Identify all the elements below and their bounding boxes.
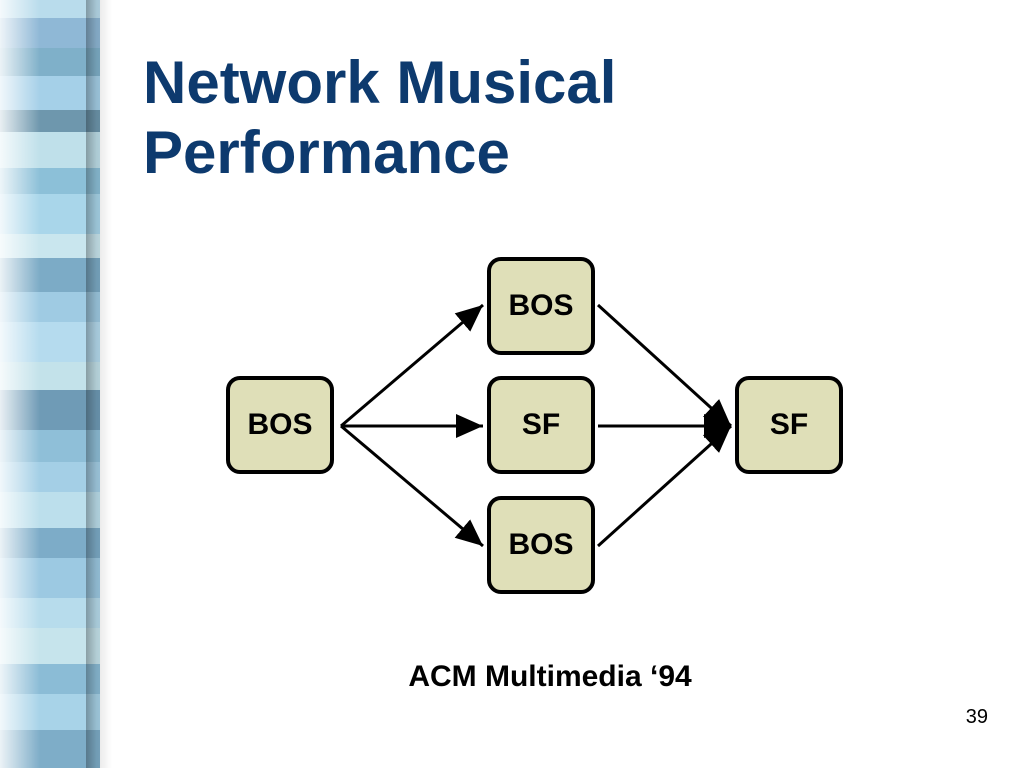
node-middle-sf: SF [487,376,595,474]
arrow-top-to-right [596,303,733,428]
arrow-bottom-to-right [596,424,733,548]
slide-title-line-2: Performance [143,119,510,186]
node-source-bos: BOS [226,376,334,474]
strip-highlight [0,0,40,768]
node-destination-sf: SF [735,376,843,474]
node-bottom-bos: BOS [487,496,595,594]
page-number: 39 [965,706,988,728]
slide-title-line-1: Network Musical [143,49,617,116]
caption: ACM Multimedia ‘94 [408,660,692,693]
arrow-left-to-bottom [340,424,484,548]
node-top-bos: BOS [487,257,595,355]
arrow-left-to-top [340,303,484,428]
strip-shadow [86,0,112,768]
slide-title: Network Musical Performance [143,48,843,188]
